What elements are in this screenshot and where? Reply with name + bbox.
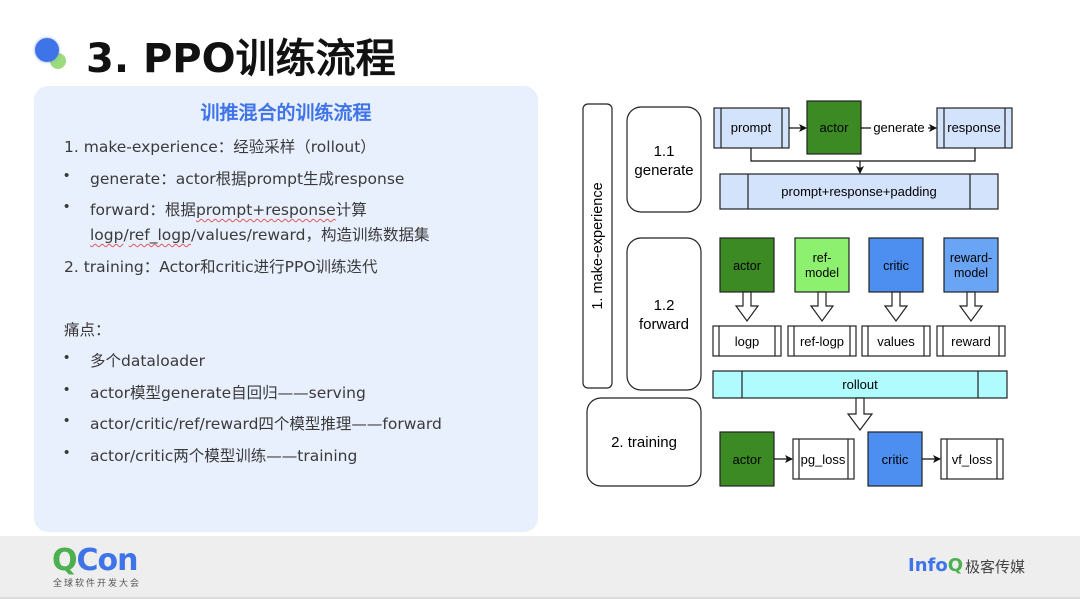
edge-label-generate: generate (873, 120, 924, 135)
critic-train-label: critic (882, 452, 909, 467)
phase-forward-label: forward (639, 316, 689, 333)
pg-loss-box: pg_loss (792, 438, 855, 480)
qcon-logo-q: Q (52, 543, 77, 578)
critic-train-box: critic (867, 431, 923, 487)
hollow-arrow-down-icon (809, 291, 835, 323)
forward-model-label: ref- (813, 251, 832, 265)
rollout-label: rollout (842, 377, 878, 392)
item-forward-continued: logp/ref_logp/values/reward，构造训练数据集 (90, 223, 430, 245)
title-decoration-blue-dot (35, 38, 59, 62)
phase-make-experience: 1. make-experience (582, 103, 613, 389)
forward-output-box: reward (936, 325, 1006, 357)
pain-points-heading: 痛点： (64, 321, 111, 339)
forward-model-label: actor (733, 259, 761, 273)
bullet-icon: • (64, 381, 70, 398)
vf-loss-box: vf_loss (940, 438, 1004, 480)
infoq-logo-info: Info (908, 555, 948, 576)
qcon-logo-con: Con (76, 543, 139, 578)
response-box: response (936, 107, 1013, 149)
phase-generate-label: generate (634, 162, 693, 179)
edge-label-bg (871, 120, 928, 135)
pain-point-forward: actor/critic/ref/reward四个模型推理——forward (90, 415, 442, 433)
merge-connector (750, 148, 976, 162)
spellcheck-underlined-text: logp (90, 226, 124, 244)
item-forward-post: 计算 (335, 201, 367, 219)
prompt-box: prompt (713, 107, 790, 149)
bullet-icon: • (64, 167, 70, 184)
forward-output-box: values (861, 325, 931, 357)
forward-output-box: logp (712, 325, 782, 357)
forward-model-box: reward-model (943, 237, 999, 293)
item-make-experience: 1. make-experience：经验采样（rollout） (64, 138, 376, 156)
forward-output-label: reward (951, 334, 991, 349)
text-panel: 训推混合的训练流程 1. make-experience：经验采样（rollou… (34, 86, 538, 532)
infoq-logo: InfoQ (908, 555, 963, 576)
bullet-icon: • (64, 444, 70, 461)
phase-forward-number: 1.2 (654, 297, 675, 314)
forward-model-label: model (805, 266, 839, 280)
bullet-icon: • (64, 349, 70, 366)
spellcheck-underlined-text: prompt+response (195, 201, 336, 219)
hollow-arrow-down-icon (734, 291, 760, 323)
pain-point-serving: actor模型generate自回归——serving (90, 384, 366, 402)
forward-model-label: reward- (950, 251, 992, 265)
footer-bar: QCon 全球软件开发大会 InfoQ 极客传媒 (0, 536, 1080, 599)
spellcheck-underlined-text: ref_logp (128, 226, 191, 244)
bullet-icon: • (64, 412, 70, 429)
phase-generate-number: 1.1 (654, 143, 675, 160)
qcon-subtitle: 全球软件开发大会 (53, 579, 142, 589)
prompt-response-padding-box: prompt+response+padding (719, 173, 999, 210)
hollow-arrow-down-icon (958, 291, 984, 323)
forward-model-box: critic (868, 237, 924, 293)
item-forward-continued-post: /values/reward，构造训练数据集 (190, 226, 430, 244)
actor-train-box: actor (719, 431, 775, 487)
infoq-logo-q: Q (947, 555, 964, 576)
actor-train-label: actor (733, 452, 763, 467)
page-title: 3. PPO训练流程 (86, 36, 396, 82)
forward-output-box: ref-logp (787, 325, 857, 357)
phase-training: 2. training (586, 397, 702, 487)
separator-text: / (123, 226, 129, 244)
forward-output-label: logp (735, 334, 760, 349)
item-training: 2. training：Actor和critic进行PPO训练迭代 (64, 258, 378, 276)
phase-training-label: 2. training (611, 434, 677, 451)
pain-point-dataloader: 多个dataloader (90, 352, 205, 370)
actor-generate-box: actor (806, 100, 862, 155)
infoq-chinese-name: 极客传媒 (965, 558, 1026, 576)
pg-loss-label: pg_loss (801, 452, 846, 467)
forward-model-label: critic (883, 259, 909, 273)
forward-model-label: model (954, 266, 988, 280)
forward-model-box: actor (719, 237, 775, 293)
prompt-response-padding-label: prompt+response+padding (781, 184, 936, 199)
actor-generate-label: actor (820, 120, 850, 135)
phase-generate: 1.1 generate (626, 106, 702, 213)
item-forward-pre: forward：根据 (90, 201, 196, 219)
bullet-icon: • (64, 198, 70, 215)
forward-output-label: values (877, 334, 915, 349)
response-label: response (947, 120, 1000, 135)
item-generate: generate：actor根据prompt生成response (90, 170, 405, 188)
forward-output-label: ref-logp (800, 334, 844, 349)
item-forward: forward：根据prompt+response计算 (90, 198, 367, 220)
forward-model-box: ref-model (794, 237, 850, 293)
panel-title: 训推混合的训练流程 (200, 102, 372, 124)
hollow-arrow-rollout-to-training (846, 397, 874, 431)
phase-forward: 1.2 forward (626, 237, 702, 391)
prompt-label: prompt (731, 120, 772, 135)
rollout-box: rollout (712, 370, 1008, 399)
phase-make-experience-label: 1. make-experience (590, 182, 606, 309)
pain-point-training: actor/critic两个模型训练——training (90, 447, 358, 465)
vf-loss-label: vf_loss (952, 452, 993, 467)
qcon-logo: QCon (52, 543, 138, 578)
hollow-arrow-down-icon (883, 291, 909, 323)
